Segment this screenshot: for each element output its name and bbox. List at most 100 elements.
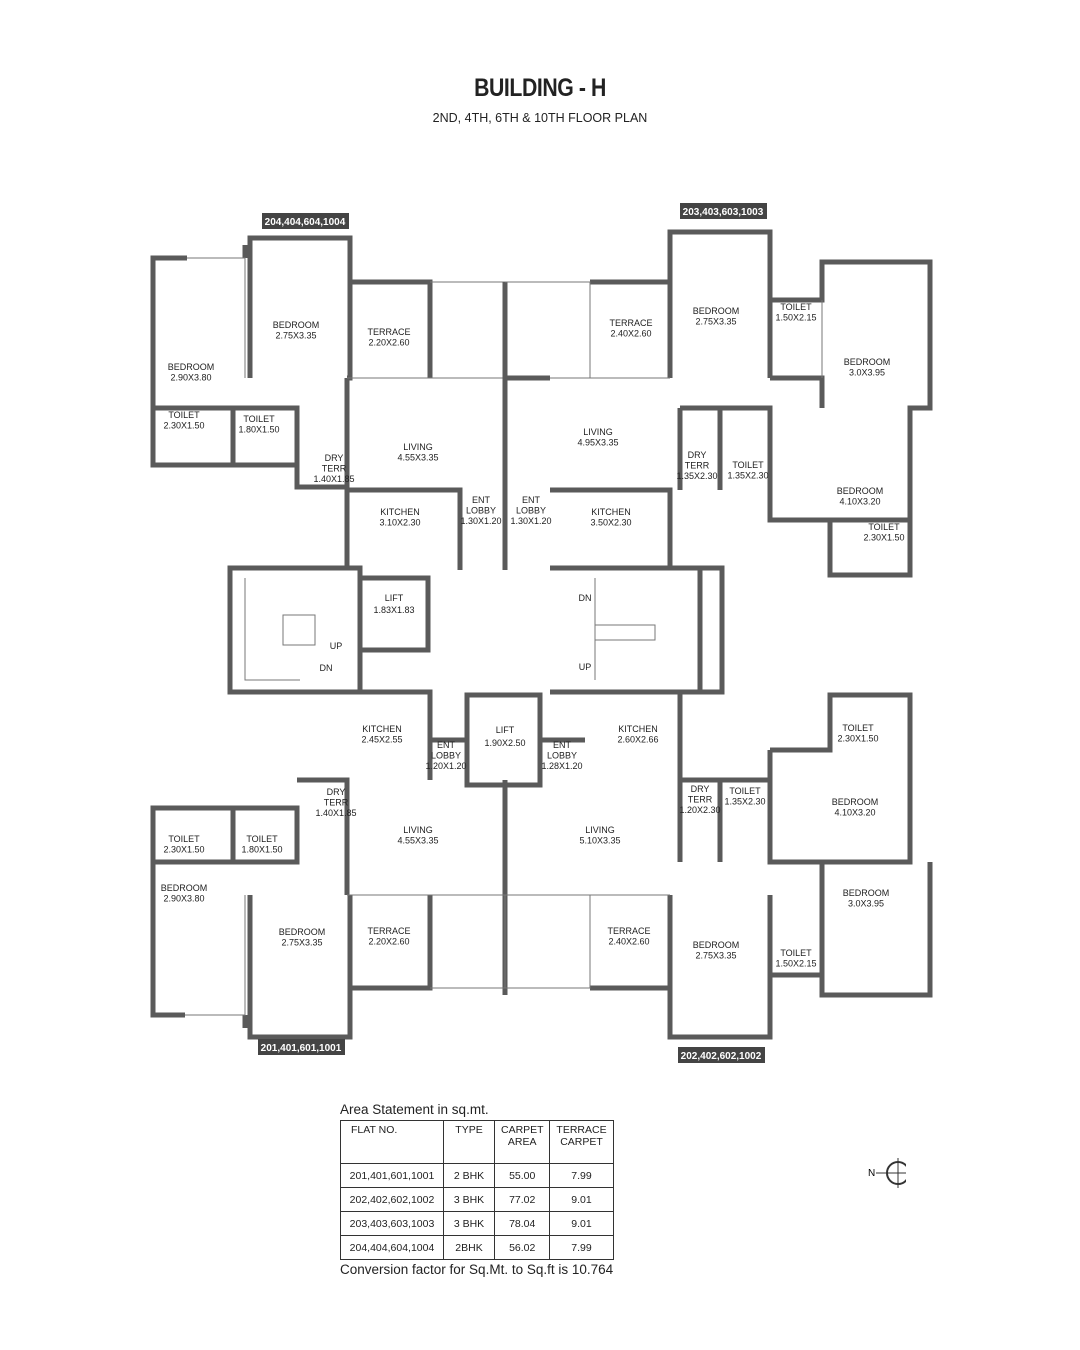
walls: [150, 229, 933, 1040]
cell: 77.02: [493, 1187, 551, 1212]
cell: 203,403,603,1003: [340, 1211, 444, 1236]
cell: 7.99: [549, 1235, 614, 1260]
room-size: 4.10X3.20: [839, 497, 880, 507]
header-terrace-carpet: TERRACE CARPET: [549, 1120, 614, 1164]
page-title: BUILDING - H: [474, 74, 606, 102]
room-name: TERR: [685, 461, 710, 471]
room-size: 1.30X1.20: [460, 516, 501, 526]
flat-tag-201: 201,401,601,1001: [258, 1039, 345, 1055]
room-name: TERR: [322, 464, 347, 474]
room-name: TOILET: [732, 460, 764, 470]
room-size: 2.45X2.55: [361, 735, 402, 745]
lift-size: 1.90X2.50: [484, 738, 525, 748]
area-statement-title: Area Statement in sq.mt.: [340, 1102, 489, 1117]
room-name: LOBBY: [547, 751, 577, 761]
room-size: 1.80X1.50: [241, 845, 282, 855]
cell: 3 BHK: [443, 1187, 495, 1212]
room-name: LIVING: [585, 825, 615, 835]
room-name: ENT: [437, 740, 456, 750]
room-size: 1.35X2.30: [724, 797, 765, 807]
room-name: TOILET: [780, 948, 812, 958]
flat-tag-204: 204,404,604,1004: [262, 213, 349, 229]
room-name: KITCHEN: [618, 724, 658, 734]
north-compass-icon: N: [868, 1158, 906, 1188]
room-name: LIVING: [583, 427, 613, 437]
room-name: TOILET: [842, 723, 874, 733]
room-name: TERRACE: [367, 926, 410, 936]
cell: 2BHK: [443, 1235, 495, 1260]
stair-up-label: UP: [579, 662, 592, 672]
room-name: TOILET: [168, 834, 200, 844]
room-name: KITCHEN: [591, 507, 631, 517]
room-name: LIVING: [403, 825, 433, 835]
stair-down-label: DN: [320, 663, 333, 673]
stair-down-label: DN: [579, 593, 592, 603]
room-name: TOILET: [780, 302, 812, 312]
room-name: ENT: [553, 740, 572, 750]
room-size: 3.0X3.95: [848, 899, 884, 909]
room-name: ENT: [472, 495, 491, 505]
stair-up-label: UP: [330, 641, 343, 651]
room-size: 1.80X1.50: [238, 425, 279, 435]
cell: 9.01: [549, 1187, 614, 1212]
lift-size: 1.83X1.83: [373, 605, 414, 615]
room-size: 2.75X3.35: [281, 938, 322, 948]
room-name: BEDROOM: [693, 940, 740, 950]
floor-plan: 204,404,604,1004 203,403,603,1003 201,40…: [150, 203, 933, 1063]
room-name: TERRACE: [607, 926, 650, 936]
header-carpet-area: CARPET AREA: [493, 1120, 551, 1164]
room-name: TOILET: [729, 786, 761, 796]
room-name: ENT: [522, 495, 541, 505]
room-name: TOILET: [868, 522, 900, 532]
cell: 201,401,601,1001: [340, 1163, 444, 1188]
svg-text:203,403,603,1003: 203,403,603,1003: [683, 207, 764, 218]
cell: 55.00: [493, 1163, 551, 1188]
room-size: 1.20X2.30: [679, 805, 720, 815]
room-size: 2.75X3.35: [275, 331, 316, 341]
room-size: 2.40X2.60: [610, 329, 651, 339]
room-size: 2.75X3.35: [695, 951, 736, 961]
room-size: 1.35X2.30: [727, 471, 768, 481]
room-size: 4.55X3.35: [397, 453, 438, 463]
cell: 9.01: [549, 1211, 614, 1236]
room-name: TOILET: [243, 414, 275, 424]
room-name: TOILET: [246, 834, 278, 844]
header-flat-no: FLAT NO.: [340, 1120, 444, 1164]
room-size: 5.10X3.35: [579, 836, 620, 846]
room-name: DRY: [327, 787, 346, 797]
room-name: DRY: [691, 784, 710, 794]
room-size: 1.40X1.85: [315, 808, 356, 818]
cell: 3 BHK: [443, 1211, 495, 1236]
room-size: 4.55X3.35: [397, 836, 438, 846]
area-statement: Area Statement in sq.mt. FLAT NO. TYPE C…: [340, 1102, 614, 1277]
room-size: 2.20X2.60: [368, 937, 409, 947]
svg-text:204,404,604,1004: 204,404,604,1004: [265, 217, 346, 228]
room-name: BEDROOM: [168, 362, 215, 372]
